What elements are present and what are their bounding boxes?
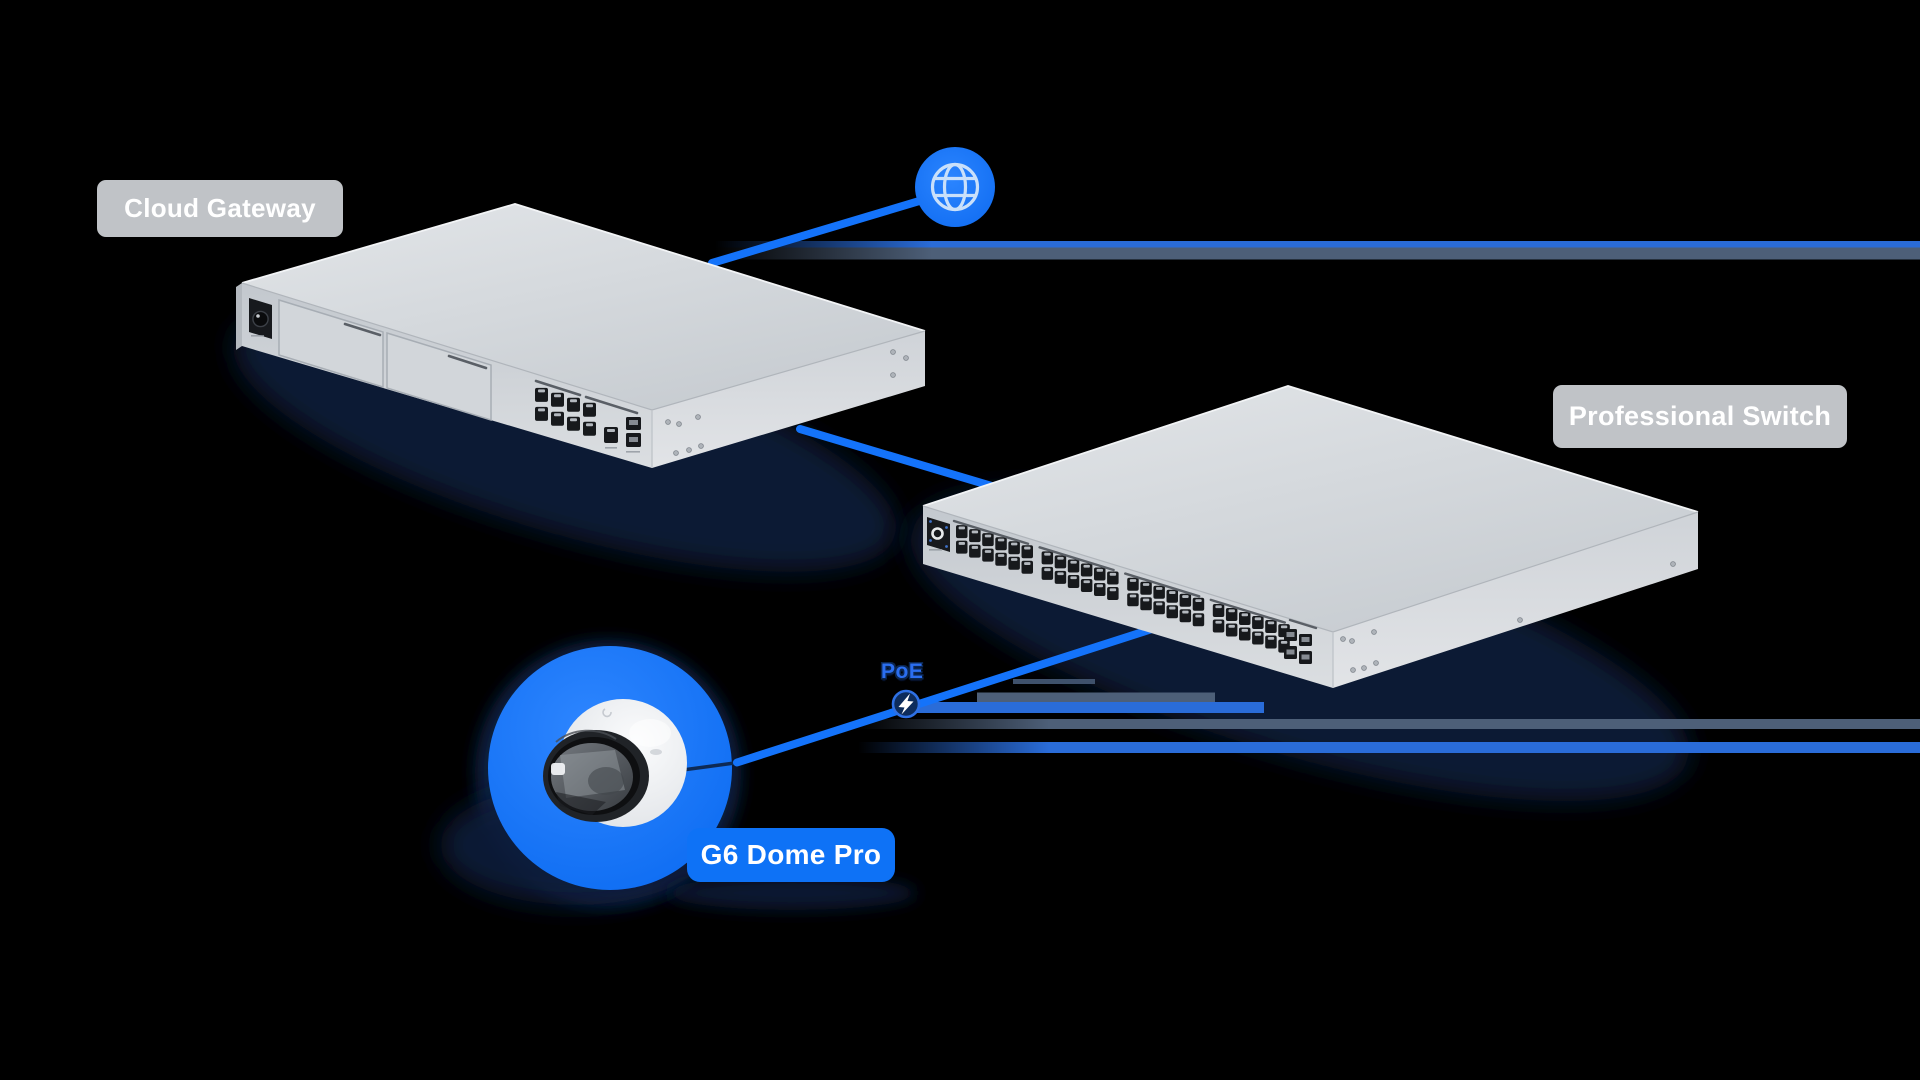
lightning-icon [898, 693, 914, 715]
switch-top [923, 386, 1698, 632]
gateway-display [249, 298, 272, 339]
switch-status-module [927, 517, 950, 552]
switch-rj45-ports [956, 525, 1290, 653]
switch-screws [1340, 561, 1676, 673]
poe-badge [891, 689, 921, 719]
gateway-bay-slots [343, 322, 639, 415]
switch-sfp-ports [1284, 618, 1318, 664]
data-flow-streaks [715, 241, 1920, 753]
gateway-end [652, 331, 925, 468]
gateway-top [242, 204, 925, 410]
line-gateway-to-switch [796, 425, 1009, 494]
poe-label: PoE [881, 660, 924, 683]
camera-label: G6 Dome Pro [687, 828, 895, 882]
gateway-label: Cloud Gateway [97, 180, 343, 237]
camera-lens [543, 729, 649, 822]
globe-icon [915, 147, 995, 227]
switch-vent-slots [952, 519, 1287, 624]
line-internet-to-gateway [708, 195, 930, 267]
gateway-device [236, 203, 926, 468]
camera-device [488, 625, 1156, 890]
gateway-screws [665, 349, 909, 456]
connection-lines [708, 195, 1009, 494]
switch-end [1333, 512, 1698, 688]
switch-label: Professional Switch [1553, 385, 1847, 448]
line-camera-to-switch [733, 625, 1156, 767]
gateway-wan-sfp [604, 417, 641, 453]
gateway-drive-bays [278, 298, 492, 422]
gateway-rj45-ports [535, 387, 596, 436]
switch-device [922, 385, 1699, 688]
